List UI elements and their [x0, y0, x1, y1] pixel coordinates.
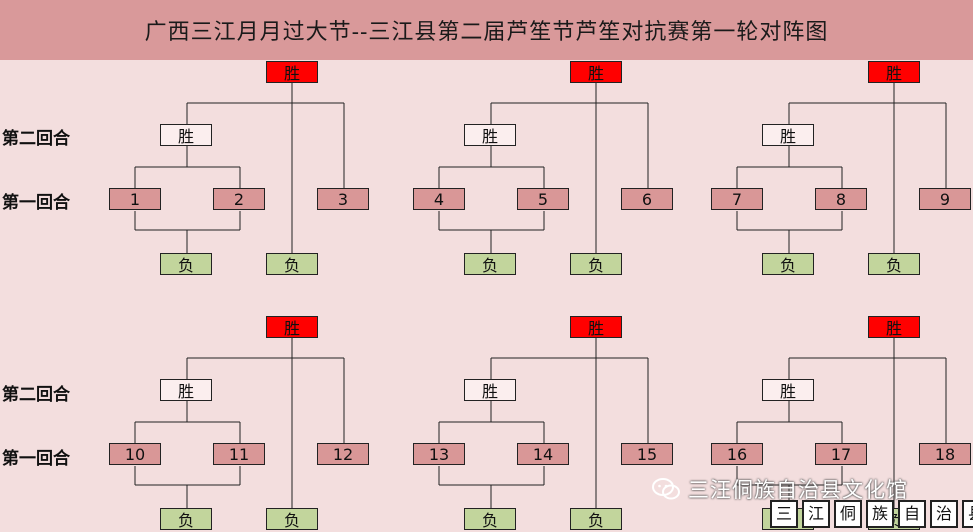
stamp-char: 族 [866, 500, 894, 528]
loser-box: 负 [762, 253, 814, 275]
watermark-text: 三汪侗族自治县文化馆 [688, 478, 908, 502]
stamp-char: 治 [930, 500, 958, 528]
group-winner-box: 胜 [868, 61, 920, 83]
page-title: 广西三江月月过大节--三江县第二届芦笙节芦笙对抗赛第一轮对阵图 [144, 20, 829, 45]
team-box: 10 [109, 443, 161, 465]
round2-label-upper: 第二回合 [2, 129, 70, 149]
team-box: 16 [711, 443, 763, 465]
stamp-char: 江 [802, 500, 830, 528]
loser-box: 负 [868, 253, 920, 275]
team-box: 18 [919, 443, 971, 465]
stamp-char: 自 [898, 500, 926, 528]
stamp-char: 三 [770, 500, 798, 528]
round2-label-lower: 第二回合 [2, 385, 70, 405]
loser-box: 负 [160, 508, 212, 530]
title-bar: 广西三江月月过大节--三江县第二届芦笙节芦笙对抗赛第一轮对阵图 [0, 0, 973, 60]
loser-box: 负 [570, 508, 622, 530]
group-winner-box: 胜 [570, 61, 622, 83]
group-winner-box: 胜 [868, 316, 920, 338]
loser-box: 负 [266, 508, 318, 530]
round2-winner-box: 胜 [160, 124, 212, 146]
round1-label-upper: 第一回合 [2, 193, 70, 213]
stamp: 三江侗族自治县 [770, 500, 973, 528]
team-box: 8 [815, 188, 867, 210]
group-winner-box: 胜 [266, 316, 318, 338]
group-winner-box: 胜 [266, 61, 318, 83]
round2-winner-box: 胜 [464, 379, 516, 401]
stamp-char: 侗 [834, 500, 862, 528]
round1-label-lower: 第一回合 [2, 449, 70, 469]
team-box: 6 [621, 188, 673, 210]
round2-winner-box: 胜 [160, 379, 212, 401]
team-box: 1 [109, 188, 161, 210]
group-winner-box: 胜 [570, 316, 622, 338]
team-box: 5 [517, 188, 569, 210]
team-box: 4 [413, 188, 465, 210]
team-box: 2 [213, 188, 265, 210]
stamp-char: 县 [962, 500, 973, 528]
watermark: 三汪侗族自治县文化馆 [652, 472, 908, 506]
team-box: 11 [213, 443, 265, 465]
round2-winner-box: 胜 [762, 124, 814, 146]
loser-box: 负 [160, 253, 212, 275]
wechat-icon [652, 478, 680, 500]
team-box: 3 [317, 188, 369, 210]
team-box: 15 [621, 443, 673, 465]
team-box: 12 [317, 443, 369, 465]
team-box: 9 [919, 188, 971, 210]
round2-winner-box: 胜 [762, 379, 814, 401]
loser-box: 负 [266, 253, 318, 275]
round2-winner-box: 胜 [464, 124, 516, 146]
team-box: 14 [517, 443, 569, 465]
team-box: 13 [413, 443, 465, 465]
team-box: 17 [815, 443, 867, 465]
loser-box: 负 [464, 253, 516, 275]
loser-box: 负 [570, 253, 622, 275]
team-box: 7 [711, 188, 763, 210]
loser-box: 负 [464, 508, 516, 530]
